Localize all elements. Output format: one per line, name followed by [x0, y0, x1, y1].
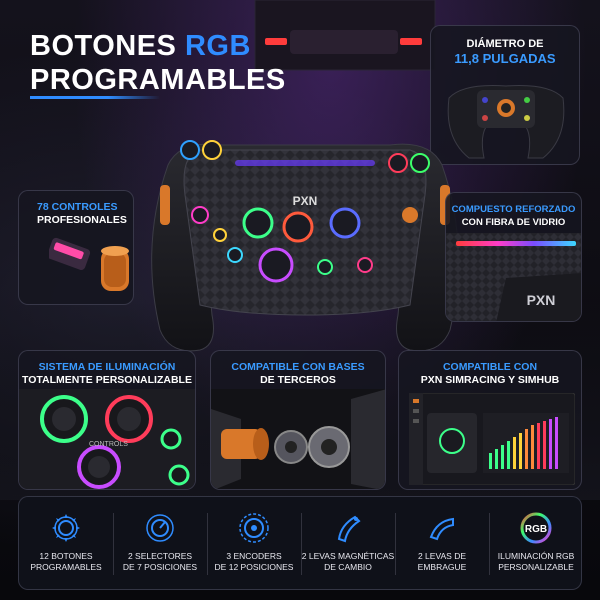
compound-sublabel: CON FIBRA DE VIDRIO — [461, 217, 566, 228]
compound-card: COMPUESTO REFORZADO CON FIBRA DE VIDRIO … — [445, 192, 582, 322]
headline-line2: PROGRAMABLES — [30, 64, 286, 96]
background-monitor — [254, 0, 436, 71]
clutch-paddle-icon — [429, 517, 454, 541]
lighting-card: SISTEMA DE ILUMINACIÓN TOTALMENTE PERSON… — [18, 350, 196, 490]
controls-label: PROFESIONALES — [37, 214, 127, 226]
lighting-label: SISTEMA DE ILUMINACIÓN — [38, 361, 176, 373]
headline-line1: BOTONES RGB — [30, 30, 251, 62]
compound-label: COMPUESTO REFORZADO — [451, 204, 576, 215]
rotary-selector-icon — [146, 514, 174, 542]
software-card: COMPATIBLE CON PXN SIMRACING Y SIMHUB — [398, 350, 582, 490]
rgb-ring-icon: RGB — [520, 512, 552, 544]
software-sublabel: PXN SIMRACING Y SIMHUB — [420, 374, 560, 386]
headline-accent: RGB — [184, 30, 251, 62]
diameter-label: DIÁMETRO DE — [466, 38, 544, 50]
steering-wheel-image: PXN — [151, 140, 459, 352]
feature-divider — [489, 513, 490, 575]
rgb-knobs-image: CONTROLS — [19, 389, 195, 489]
lighting-knob-label: CONTROLS — [89, 441, 128, 448]
diameter-value: 11,8 PULGADAS — [454, 51, 556, 66]
software-label: COMPATIBLE CON — [442, 361, 538, 373]
mini-wheel-image — [447, 85, 565, 159]
controls-card: 78 CONTROLES PROFESIONALES — [18, 190, 134, 305]
rgb-ring-text: RGB — [525, 524, 547, 535]
feature-divider — [113, 513, 114, 575]
bases-card: COMPATIBLE CON BASES DE TERCEROS — [210, 350, 386, 490]
software-screenshot-image — [409, 393, 575, 485]
lighting-sublabel: TOTALMENTE PERSONALIZABLE — [22, 374, 192, 386]
bases-label: COMPATIBLE CON BASES — [231, 361, 365, 373]
controls-count: 78 CONTROLES — [37, 201, 118, 213]
gear-icon — [52, 514, 80, 542]
paddle-shifter-icon — [337, 515, 361, 543]
feature-divider — [395, 513, 396, 575]
encoder-icon — [239, 513, 269, 543]
feature-divider — [207, 513, 208, 575]
compound-logo: PXN — [527, 292, 556, 308]
carbon-fiber-closeup-image: PXN — [446, 233, 581, 321]
diameter-card: DIÁMETRO DE 11,8 PULGADAS — [430, 25, 580, 165]
bases-sublabel: DE TERCEROS — [260, 374, 336, 386]
knob-closeup-image — [49, 237, 129, 291]
headline-underline — [30, 96, 160, 99]
quick-release-image — [211, 389, 385, 489]
wheel-logo: PXN — [293, 194, 318, 208]
feature-divider — [301, 513, 302, 575]
